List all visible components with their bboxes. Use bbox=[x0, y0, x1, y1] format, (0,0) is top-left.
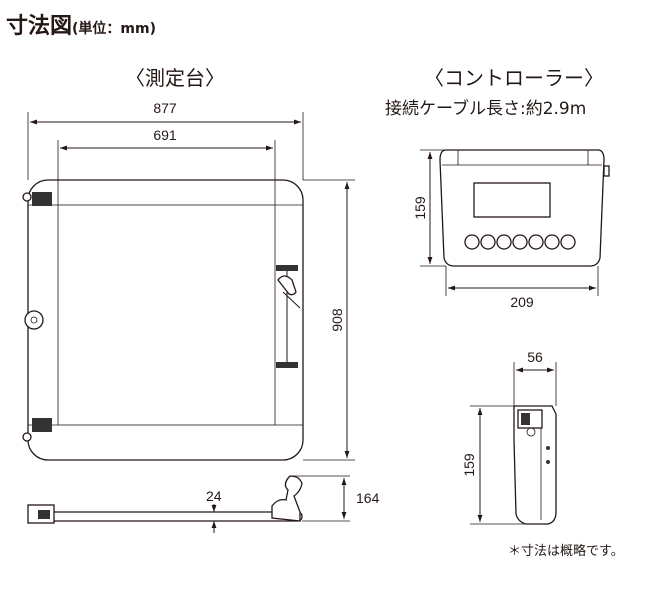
drawing-heading: 寸法図(単位：mm) bbox=[6, 8, 156, 40]
dim-side-height: 159 bbox=[461, 453, 477, 477]
cable-hook-side-icon bbox=[271, 475, 303, 522]
dim-total-height: 164 bbox=[356, 490, 380, 506]
control-button-3-icon bbox=[496, 234, 512, 250]
controller-front-dimensions: 159 209 bbox=[412, 149, 599, 310]
controller-display bbox=[473, 182, 551, 218]
platform-outer-frame bbox=[27, 179, 304, 461]
platform-side-dimensions: 24 164 bbox=[206, 475, 380, 533]
platform-dimensions: 877 691 908 bbox=[27, 100, 355, 461]
dim-side-depth: 56 bbox=[527, 349, 543, 365]
hook-bracket-bottom bbox=[276, 362, 298, 368]
footnote: ＊寸法は概略です。 bbox=[508, 544, 624, 559]
platform-measuring-surface bbox=[57, 204, 276, 426]
foot-top-left bbox=[32, 192, 52, 206]
platform-title: 〈測定台〉 bbox=[125, 66, 225, 90]
controller-connector bbox=[603, 165, 610, 177]
platform-side-body bbox=[35, 511, 303, 522]
dim-outer-width: 877 bbox=[153, 100, 177, 116]
controller-front-view bbox=[439, 149, 610, 267]
cable-length-note: 接続ケーブル長さ:約2.9m bbox=[385, 99, 587, 119]
cable-hook-icon bbox=[277, 275, 297, 296]
control-button-4-icon bbox=[512, 234, 528, 250]
controller-side-view bbox=[513, 405, 557, 525]
dim-controller-height: 159 bbox=[412, 196, 428, 220]
adjuster-knob-icon bbox=[24, 310, 44, 330]
controller-title: 〈コントローラー〉 bbox=[424, 66, 604, 90]
platform-top-view bbox=[22, 179, 304, 461]
dim-controller-width: 209 bbox=[510, 294, 534, 310]
hook-bracket-top bbox=[276, 265, 298, 271]
dim-depth: 908 bbox=[329, 308, 345, 332]
foot-bottom-left bbox=[32, 418, 52, 432]
control-button-5-icon bbox=[528, 234, 544, 250]
wheel-bottom-icon bbox=[22, 432, 32, 442]
controller-side-dimensions: 56 159 bbox=[461, 349, 557, 525]
dim-inner-width: 691 bbox=[153, 127, 177, 143]
control-button-7-icon bbox=[560, 234, 576, 250]
wheel-top-icon bbox=[22, 192, 32, 202]
heading-title: 寸法図 bbox=[6, 14, 73, 39]
control-button-2-icon bbox=[480, 234, 496, 250]
control-button-6-icon bbox=[544, 234, 560, 250]
platform-side-view bbox=[27, 475, 303, 524]
controller-side-body bbox=[513, 405, 557, 525]
control-button-1-icon bbox=[464, 234, 480, 250]
heading-unit: (単位：mm) bbox=[72, 21, 156, 37]
dim-pad-height: 24 bbox=[206, 488, 222, 504]
